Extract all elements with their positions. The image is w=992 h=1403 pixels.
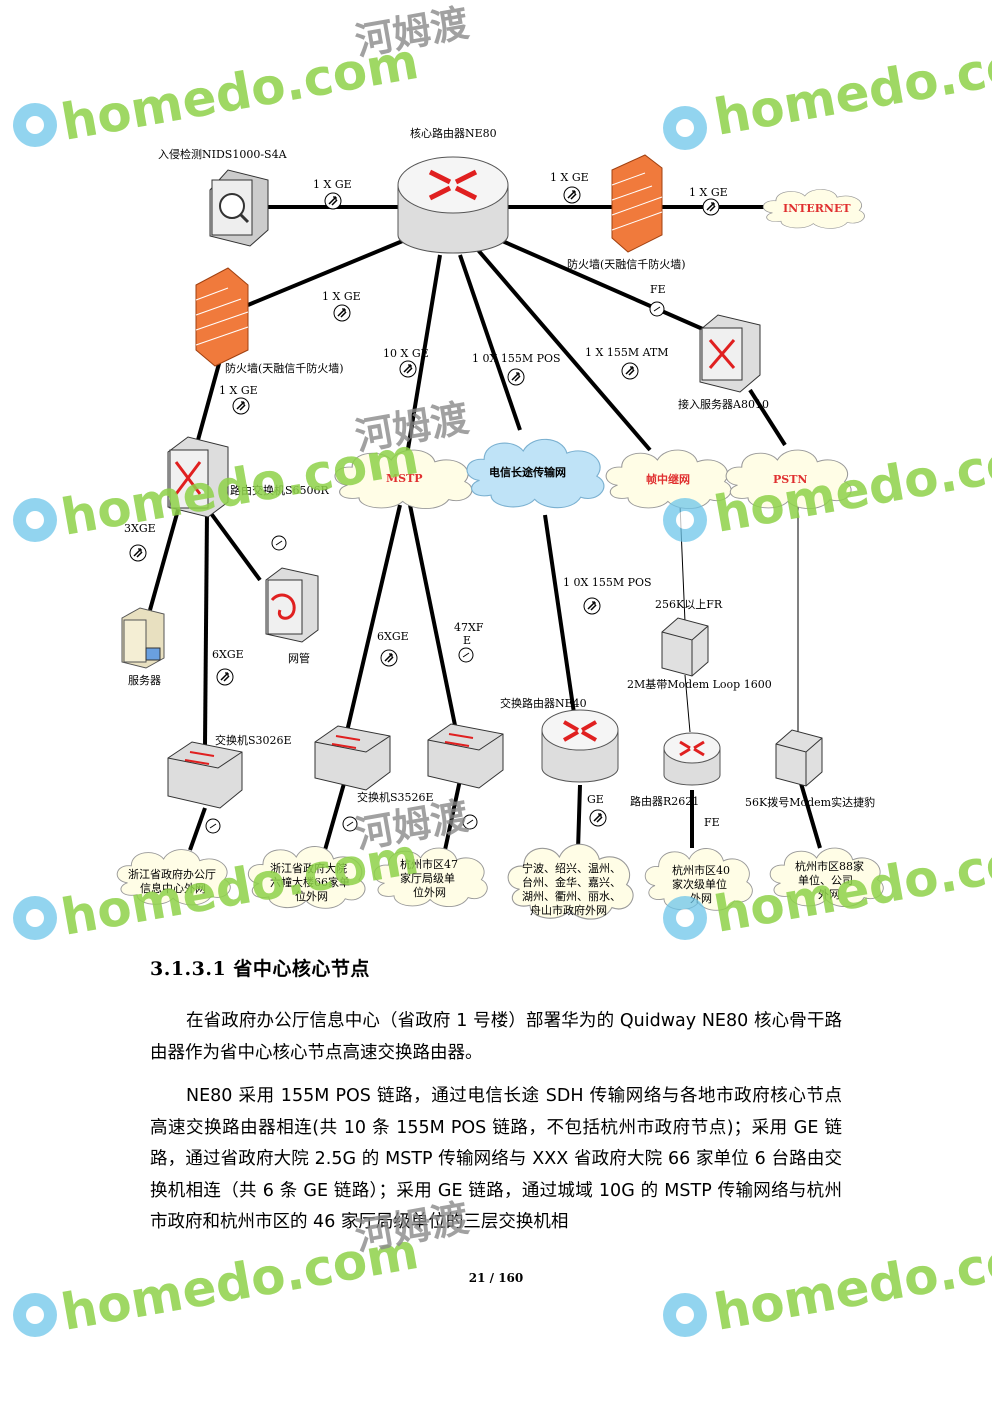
switch-s3526e-icon-a bbox=[314, 725, 391, 791]
link-label-ids: 1 X GE bbox=[313, 178, 352, 191]
link-label-fw-sw: 1 X GE bbox=[219, 384, 258, 397]
link-label-6xge-a: 6XGE bbox=[212, 648, 244, 661]
ids-label: 入侵检测NIDS1000-S4A bbox=[158, 147, 288, 161]
router-r2621-label: 路由器R2621 bbox=[630, 794, 699, 808]
c4-line2: 台州、金华、嘉兴、 bbox=[522, 875, 621, 889]
link-labels: 1 X GE 1 X GE 1 X GE 1 X GE FE 10 X GE 1… bbox=[124, 171, 728, 829]
c2-line1: 浙江省政府大院 bbox=[270, 861, 347, 875]
c6-line1: 杭州市区88家 bbox=[795, 859, 864, 873]
c2-line2: 六幢大楼66家单 bbox=[270, 875, 350, 889]
c5-line1: 杭州市区40 bbox=[672, 863, 730, 877]
link-label-256k: 256K以上FR bbox=[655, 598, 723, 611]
c1-line1: 浙江省政府办公厅 bbox=[128, 867, 216, 881]
access-server-icon bbox=[699, 314, 761, 393]
link-label-10ge: 10 X GE bbox=[383, 347, 429, 360]
switch-s6506r-icon bbox=[167, 436, 229, 518]
firewall-left-label: 防火墙(天融信千防火墙) bbox=[225, 361, 344, 375]
modem-56k-icon bbox=[775, 729, 823, 787]
netmgmt-icon bbox=[265, 567, 319, 643]
c6-line3: 外网 bbox=[818, 888, 840, 901]
link-label-47xfe-1: 47XF bbox=[454, 621, 484, 634]
link-label-ge: GE bbox=[587, 793, 604, 806]
core-router-label: 核心路由器NE80 bbox=[410, 126, 497, 140]
paragraph-1: 在省政府办公厅信息中心（省政府 1 号楼）部署华为的 Quidway NE80 … bbox=[150, 1011, 842, 1063]
c5-line2: 家次级单位 bbox=[672, 877, 727, 891]
section-heading: 3.1.3.1 省中心核心节点 bbox=[150, 958, 370, 980]
link-label-fe: FE bbox=[650, 283, 666, 296]
link-label-atm: 1 X 155M ATM bbox=[585, 346, 669, 359]
link-label-fe2: FE bbox=[704, 816, 720, 829]
frame-relay-label: 帧中继网 bbox=[646, 472, 690, 486]
router-ne40-icon bbox=[541, 709, 619, 783]
core-router-icon bbox=[397, 156, 509, 254]
pstn-label: PSTN bbox=[773, 473, 807, 486]
c3-line3: 位外网 bbox=[413, 885, 446, 899]
access-server-label: 接入服务器A8010 bbox=[678, 398, 769, 411]
link-label-fw-top: 1 X GE bbox=[550, 171, 589, 184]
switch-s3026e-icon bbox=[167, 741, 243, 809]
netmgmt-label: 网管 bbox=[288, 651, 310, 665]
internet-label: INTERNET bbox=[783, 202, 851, 215]
c6-line2: 单位、公司 bbox=[798, 873, 853, 887]
firewall-top-label: 防火墙(天融信千防火墙) bbox=[567, 257, 686, 271]
ids-device-icon bbox=[209, 169, 269, 247]
modem-loop-label: 2M基带Modem Loop 1600 bbox=[627, 678, 772, 691]
link-label-6xge-b: 6XGE bbox=[377, 630, 409, 643]
c3-line2: 家厅局级单 bbox=[400, 871, 455, 885]
c1-line2: 信息中心外网 bbox=[140, 881, 206, 895]
switch-s6506r-label: 路由交换机S6506R bbox=[230, 483, 330, 497]
switch-s3026e-label: 交换机S3026E bbox=[215, 733, 292, 747]
telecom-label: 电信长途传输网 bbox=[489, 465, 566, 479]
c4-line3: 湖州、衢州、丽水、 bbox=[522, 890, 621, 903]
router-ne40-label: 交换路由器NE40 bbox=[500, 696, 587, 710]
telecom-cloud bbox=[466, 438, 605, 509]
switch-s3526e-icon-b bbox=[427, 723, 504, 789]
network-topology-diagram: 核心路由器NE80 入侵检测NIDS1000-S4A 防火墙(天融信千防火墙) … bbox=[116, 126, 884, 920]
c3-line1: 杭州市区47 bbox=[400, 857, 458, 871]
link-label-47xfe-2: E bbox=[463, 634, 471, 647]
firewall-top-icon bbox=[611, 154, 663, 253]
link-label-3xge: 3XGE bbox=[124, 522, 156, 535]
server-icon bbox=[121, 607, 165, 669]
c4-line1: 宁波、绍兴、温州、 bbox=[522, 861, 621, 875]
c2-line3: 位外网 bbox=[295, 889, 328, 903]
link-label-fw-left: 1 X GE bbox=[322, 290, 361, 303]
switch-s3526e-label: 交换机S3526E bbox=[357, 790, 434, 804]
page-number: 21 / 160 bbox=[468, 1271, 524, 1285]
link-label-internet: 1 X GE bbox=[689, 186, 728, 199]
paragraph-2: NE80 采用 155M POS 链路，通过电信长途 SDH 传输网络与各地市政… bbox=[150, 1086, 842, 1232]
server-label: 服务器 bbox=[128, 674, 161, 687]
modem-56k-label: 56K拨号Modem实达捷豹 bbox=[745, 795, 875, 809]
modem-loop-icon bbox=[661, 617, 709, 677]
mstp-label: MSTP bbox=[386, 472, 423, 485]
router-r2621-icon bbox=[663, 732, 721, 786]
link-label-10pos: 1 0X 155M POS bbox=[472, 352, 561, 365]
connection-lines bbox=[148, 205, 822, 851]
link-label-10pos-b: 1 0X 155M POS bbox=[563, 576, 652, 589]
firewall-left-icon bbox=[195, 267, 249, 367]
c5-line3: 外网 bbox=[690, 892, 712, 905]
c4-line4: 舟山市政府外网 bbox=[530, 903, 607, 917]
